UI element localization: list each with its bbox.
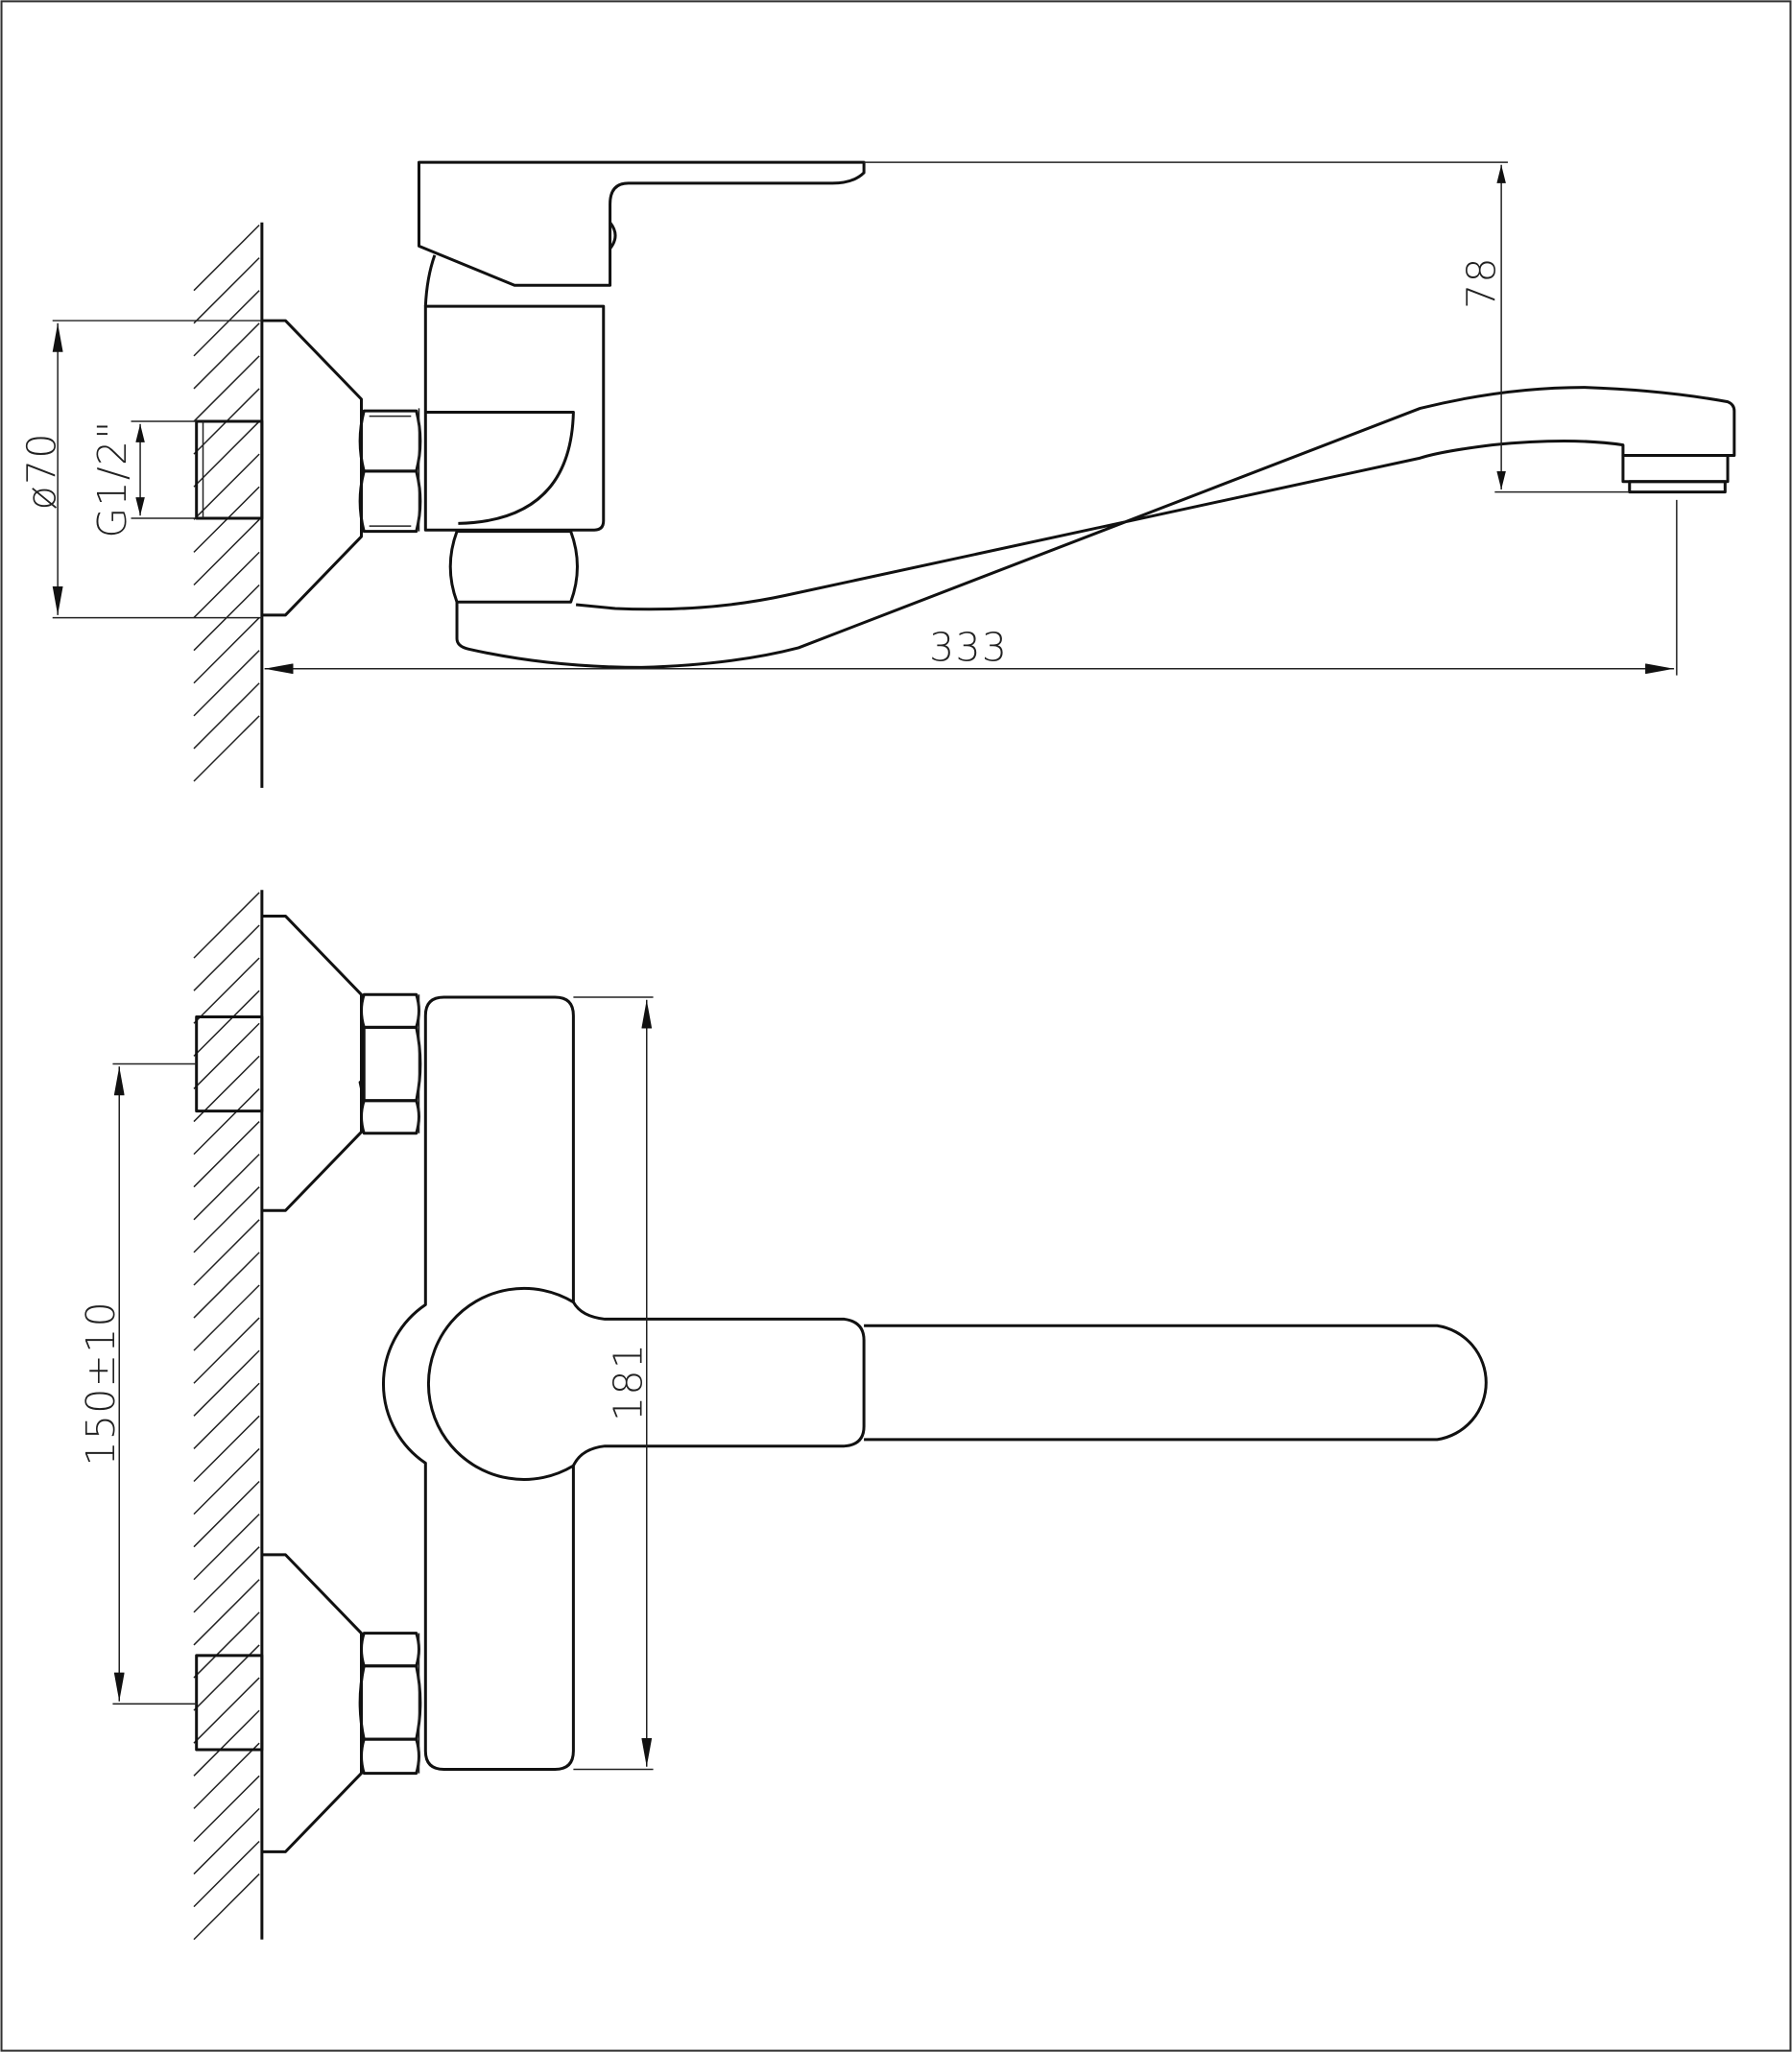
hatch-line [193, 322, 260, 390]
hatch-line [193, 1775, 260, 1843]
mixer-body [423, 254, 606, 532]
hex-nut [358, 408, 422, 534]
hatch-line [193, 1219, 260, 1286]
hatch-line [193, 1284, 260, 1351]
hatch-line [193, 1709, 260, 1777]
hatch-line [193, 1873, 260, 1941]
dimension-333: 333 [264, 499, 1678, 676]
hatch-line [193, 617, 260, 684]
dimension-label-78: 78 [1458, 256, 1504, 309]
hatch-line [193, 1546, 260, 1613]
hatch-line [193, 1349, 260, 1417]
hatch-line [193, 1121, 260, 1188]
dimension-label-diameter-70: ø70 [18, 432, 64, 510]
hatch-line [193, 1480, 260, 1548]
hatch-line [193, 1611, 260, 1679]
hatch-line [193, 1087, 260, 1156]
hatch-line [193, 1742, 260, 1809]
hatch-line [193, 224, 260, 292]
hatch-line [193, 1677, 260, 1744]
inlet-pipe [195, 419, 264, 520]
hatch-line [193, 1807, 260, 1875]
dimension-label-150: 150±10 [78, 1300, 124, 1467]
mixer-body-front [381, 995, 866, 1771]
spout [455, 386, 1736, 669]
hatch-line [193, 420, 260, 488]
dimension-label-thread: G1/2" [89, 419, 135, 537]
dimension-78: 78 [864, 161, 1630, 493]
hatch-line [193, 1317, 260, 1384]
lower-inlet [195, 1553, 422, 1853]
hatch-line [193, 1840, 260, 1908]
hatch-line [193, 290, 260, 357]
hatch-line [193, 990, 260, 1057]
dimension-150: 150±10 [78, 1062, 197, 1706]
upper-inlet [195, 914, 422, 1212]
hatch-line [193, 518, 260, 586]
hatch-line [193, 551, 260, 619]
swivel-collar [448, 530, 579, 604]
hatch-line [193, 715, 260, 782]
dimension-label-181: 181 [605, 1343, 651, 1421]
hatch-line [193, 1252, 260, 1319]
hatch-line [193, 1186, 260, 1253]
hatch-line [193, 257, 260, 324]
hatch-line [193, 682, 260, 750]
hatch-line [193, 1447, 260, 1515]
dimension-label-333: 333 [929, 625, 1008, 671]
lever-handle-front [864, 1324, 1488, 1442]
lever-handle [417, 160, 866, 287]
front-view: 150±10 181 [78, 890, 1488, 1941]
hatch-line [193, 924, 260, 991]
dimension-thread: G1/2" [89, 419, 197, 538]
side-view: 78 333 ø70 G1/2" [18, 160, 1736, 788]
hatch-line [193, 1514, 260, 1581]
aerator [1621, 454, 1730, 494]
hatch-line [193, 453, 260, 520]
hatch-line [193, 1382, 260, 1449]
hatch-line [193, 1154, 260, 1221]
hatch-line [193, 1415, 260, 1483]
wall-flange [261, 319, 364, 617]
hatch-line [193, 355, 260, 422]
dimension-181: 181 [573, 996, 654, 1771]
hatch-line [193, 1022, 260, 1089]
hatch-line [193, 957, 260, 1024]
dimension-diameter-70: ø70 [18, 320, 262, 619]
hatch-line [193, 892, 260, 959]
wall-hatching-bottom [193, 892, 260, 1941]
hatch-line [193, 650, 260, 717]
hatch-line [193, 1579, 260, 1646]
